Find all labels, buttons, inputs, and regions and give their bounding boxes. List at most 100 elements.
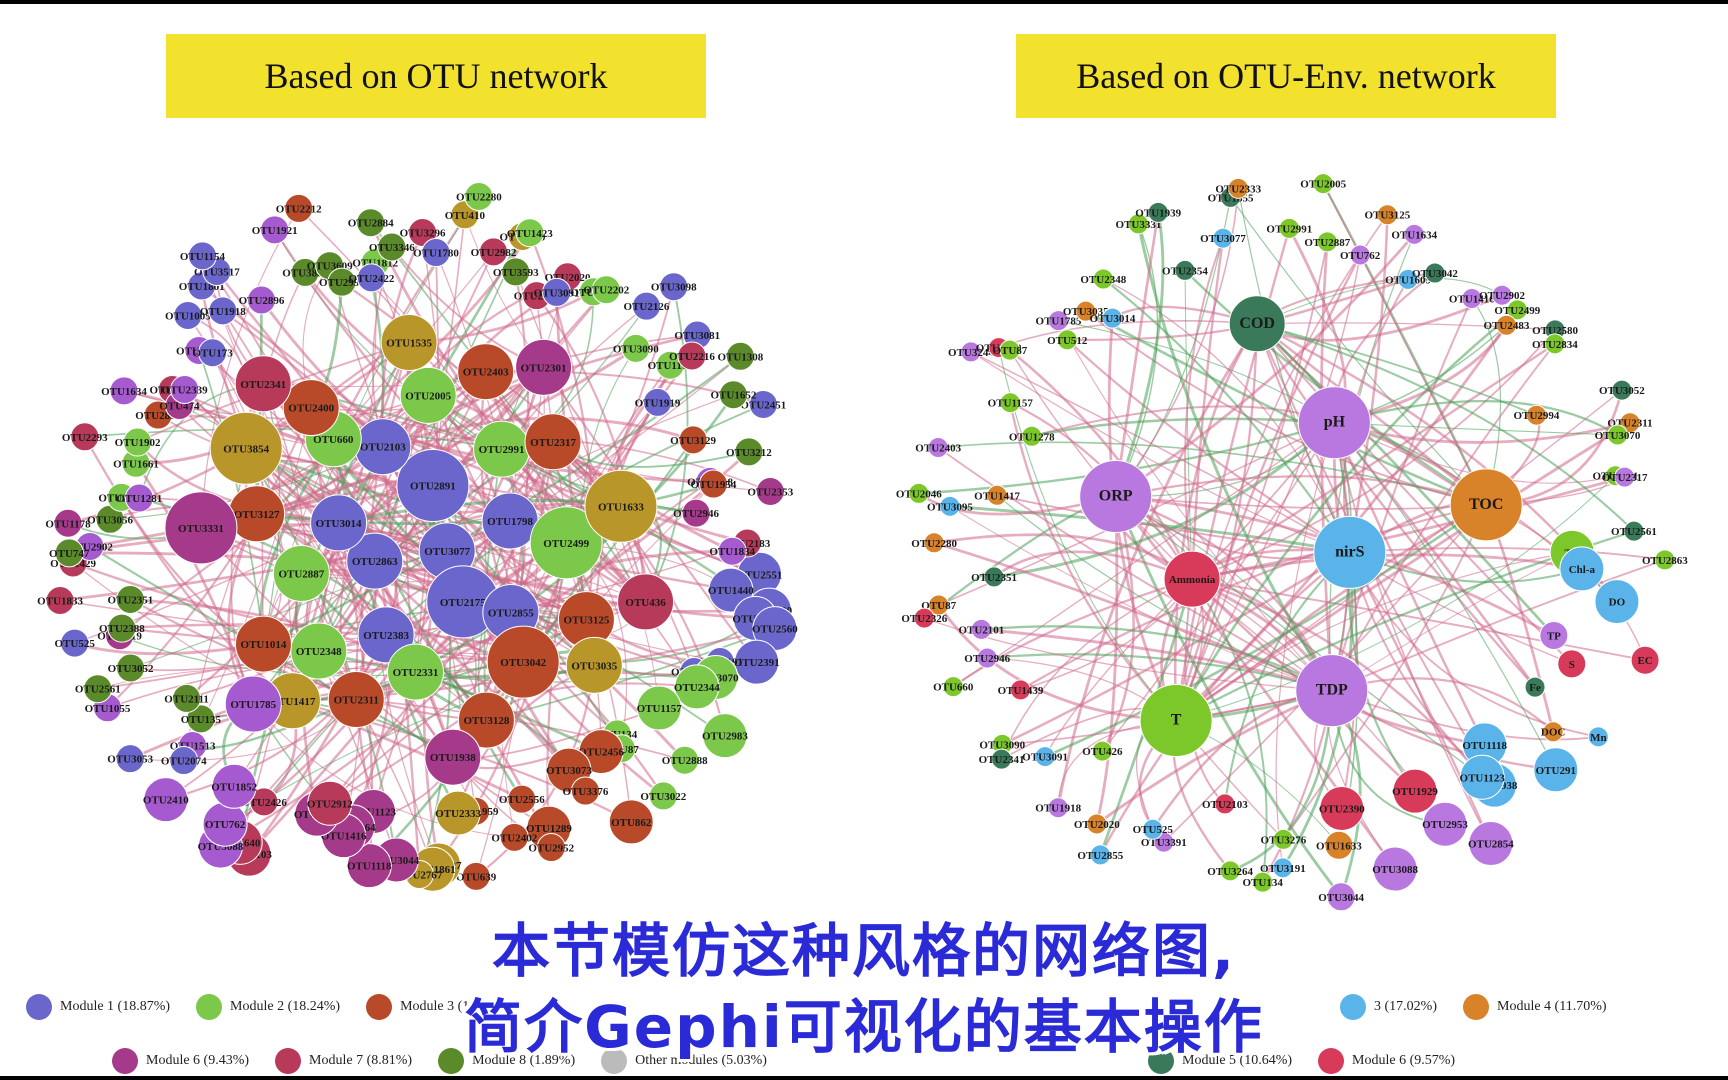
node-circle [307, 780, 353, 826]
legend-item: Module 6 (9.57%) [1318, 1048, 1455, 1074]
node-circle [913, 607, 935, 629]
network-node: OTU2341 [234, 355, 292, 413]
node-label: OTU2216 [669, 351, 715, 363]
network-node: OTU2946 [964, 647, 1011, 669]
network-edge [1031, 417, 1335, 438]
network-edge [1190, 238, 1225, 580]
node-label: OTU1919 [635, 397, 681, 409]
node-label: OTU3090 [979, 739, 1025, 751]
node-label: OTU2402 [491, 832, 537, 844]
node-label: OTU173 [192, 348, 233, 360]
network-node: OTU3077 [418, 522, 476, 580]
node-label: TDP [1316, 682, 1348, 699]
network-node: OTU2991 [473, 420, 531, 478]
network-node: OTU1157 [637, 685, 683, 731]
node-label: Chl-a [1569, 564, 1596, 576]
network-node: OTU660 [933, 676, 974, 698]
network-node: OTU2887 [272, 544, 330, 602]
network-node: OTU2111 [164, 683, 209, 713]
network-node: OTU2293 [62, 422, 108, 452]
network-node: OTU3052 [108, 653, 154, 683]
node-label: OTU2855 [1077, 850, 1123, 862]
node-label: OTU2560 [752, 624, 798, 636]
node-label: OTU2111 [164, 693, 209, 705]
node-circle [1075, 300, 1097, 322]
network-node: OTU2326 [901, 607, 948, 629]
node-label: OTU512 [1047, 335, 1088, 347]
node-circle [116, 653, 146, 683]
network-node: OTU1954 [691, 469, 737, 499]
network-edge [1175, 421, 1631, 722]
node-label: OTU426 [1082, 746, 1123, 758]
network-edge [332, 231, 532, 440]
network-node: OTU3042 [1412, 262, 1458, 284]
node-label: OTU2456 [578, 747, 624, 759]
node-circle [648, 781, 678, 811]
node-label: OTU3090 [613, 343, 659, 355]
node-label: OTU3331 [178, 523, 224, 535]
node-circle [1227, 177, 1249, 199]
network-node: TOC [1449, 468, 1523, 542]
legend-label: Module 7 (8.81%) [309, 1053, 413, 1068]
network-node: OTU2410 [143, 777, 189, 823]
legend-swatch [1318, 1048, 1345, 1074]
node-circle [1623, 520, 1645, 542]
network-node: OTU3070 [1595, 424, 1641, 446]
network-edge [1103, 278, 1351, 553]
legend-label: Module 3 (17. [400, 999, 480, 1014]
node-label: OTU2855 [488, 608, 534, 620]
node-circle [186, 704, 216, 734]
node-circle [565, 636, 623, 694]
node-label: OTU3073 [546, 765, 592, 777]
network-node: OTU2456 [578, 729, 625, 775]
network-node: OTU1005 [165, 300, 211, 330]
node-label: OTU1157 [637, 703, 683, 715]
node-circle [643, 387, 673, 417]
node-circle [1495, 314, 1517, 336]
legend-label: Other modules (5.03%) [635, 1053, 767, 1068]
node-circle [461, 861, 491, 891]
network-edge [1349, 547, 1665, 561]
node-circle [1252, 871, 1274, 893]
node-label: OTU2311 [334, 695, 379, 707]
right-legend-row-2: Module 5 (10.64%)Module 6 (9.57%) [1148, 1048, 1481, 1074]
network-node: OTU2426 [241, 787, 287, 817]
node-circle [457, 343, 515, 401]
node-label: OTU2863 [352, 556, 398, 568]
node-label: OTU1416 [321, 831, 367, 843]
network-node: OTU2301 [515, 338, 573, 396]
network-node: OTU2556 [499, 784, 545, 814]
network-edge [134, 462, 255, 705]
legend-item: Module 3 (17. [366, 994, 480, 1020]
node-circle [1539, 620, 1569, 650]
network-node: OTU2348 [290, 622, 348, 680]
node-label: OTU2020 [1074, 819, 1120, 831]
node-label: OTU3091 [534, 287, 580, 299]
node-circle [54, 538, 84, 568]
network-node: DO [1594, 579, 1640, 625]
network-node: OTU2333 [435, 790, 481, 836]
node-circle [1079, 459, 1153, 533]
node-circle [83, 674, 113, 704]
node-label: OTU3129 [670, 435, 716, 447]
network-edge [1102, 278, 1351, 554]
network-node: OTU2317 [524, 413, 582, 471]
network-edge [1191, 475, 1625, 581]
node-circle [70, 422, 100, 452]
node-label: TOC [1469, 496, 1503, 513]
node-circle [1212, 227, 1234, 249]
node-circle [377, 232, 407, 262]
node-label: OTU2344 [674, 682, 720, 694]
node-label: OTU1929 [1392, 786, 1438, 798]
network-node: OTU3090 [613, 333, 659, 363]
node-circle [621, 333, 651, 363]
node-circle [1468, 821, 1514, 867]
network-edge [1256, 323, 1536, 688]
network-node: OTU1919 [635, 387, 681, 417]
node-circle [1587, 726, 1609, 748]
node-label: OTU1921 [252, 225, 298, 237]
node-circle [1491, 284, 1513, 306]
node-circle [1559, 546, 1605, 592]
network-node: OTU1785 [1036, 310, 1082, 332]
node-label: S [1569, 659, 1575, 671]
